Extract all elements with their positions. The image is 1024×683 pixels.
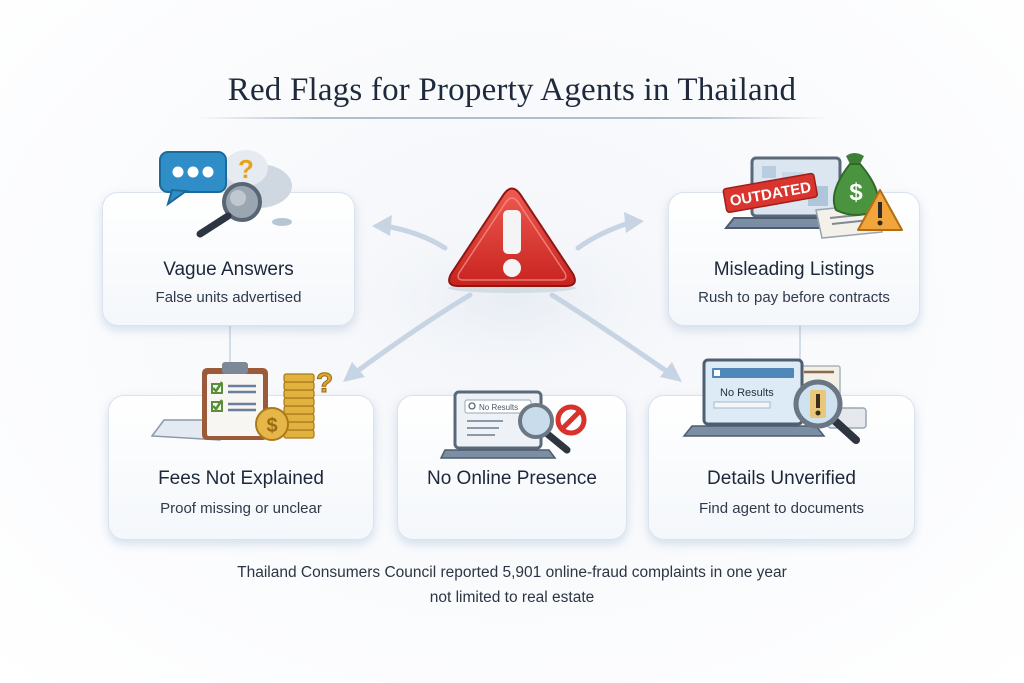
chat-bubble-magnifier-icon: ? xyxy=(158,146,298,241)
svg-text:?: ? xyxy=(238,154,254,184)
warning-triangle-icon xyxy=(446,186,578,293)
card-heading: Misleading Listings xyxy=(713,259,875,280)
page-title: Red Flags for Property Agents in Thailan… xyxy=(227,72,797,108)
clipboard-coins-icon: ? $ xyxy=(150,360,334,450)
svg-text:No Results: No Results xyxy=(479,403,518,412)
card-subtext: Proof missing or unclear xyxy=(160,500,322,517)
laptop-search-no-results-icon: No Results xyxy=(439,390,603,470)
title-underline xyxy=(195,117,830,119)
card-subtext: Find agent to documents xyxy=(698,500,865,517)
svg-text:$: $ xyxy=(266,415,277,437)
footnote-line-2: not limited to real estate xyxy=(429,589,595,606)
svg-text:?: ? xyxy=(316,367,333,398)
card-heading: Vague Answers xyxy=(163,259,294,280)
footnote-line-1: Thailand Consumers Council reported 5,90… xyxy=(237,564,787,581)
outdated-laptop-money-bag-icon: OUTDATED $ xyxy=(704,152,904,244)
svg-text:$: $ xyxy=(849,179,863,206)
laptop-magnifier-warning-icon: No Results xyxy=(682,358,888,452)
card-heading: No Online Presence xyxy=(426,468,598,489)
card-subtext: Rush to pay before contracts xyxy=(698,289,890,306)
card-subtext: False units advertised xyxy=(155,289,302,306)
svg-text:No Results: No Results xyxy=(720,387,774,399)
card-heading: Fees Not Explained xyxy=(158,468,324,489)
card-heading: Details Unverified xyxy=(707,468,856,489)
